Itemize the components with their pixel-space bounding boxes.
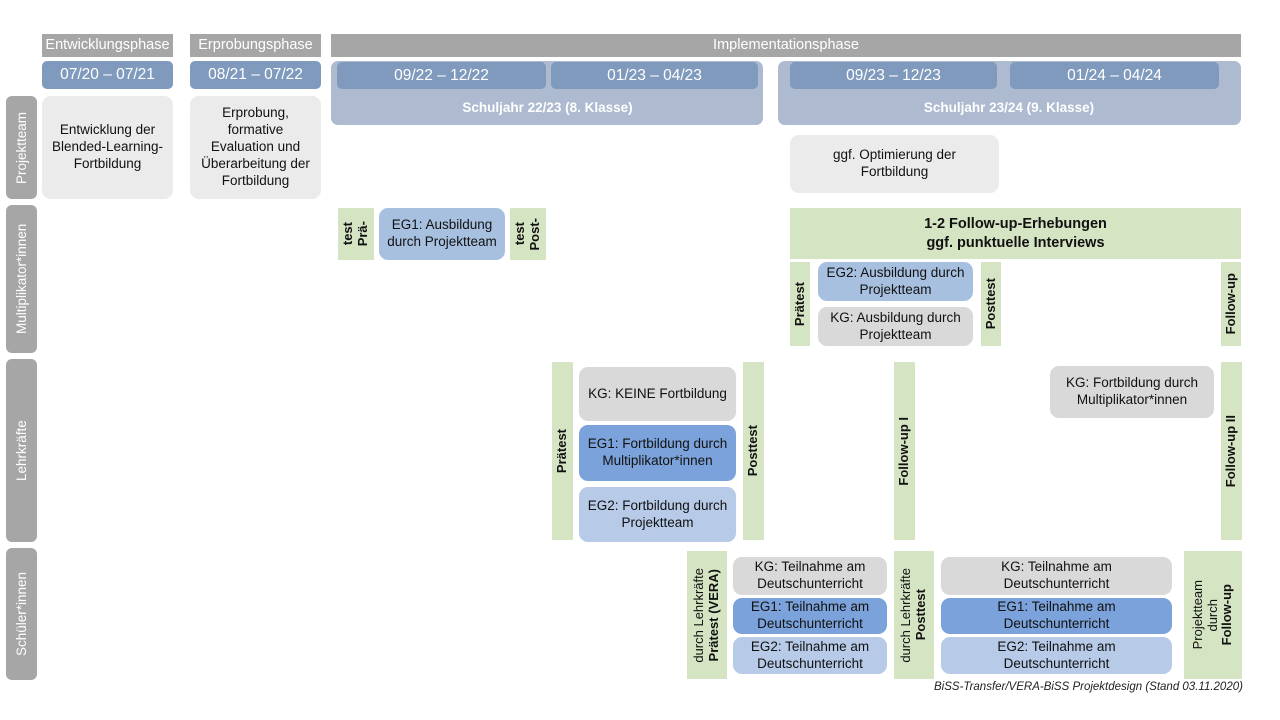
period-0821-0722: 08/21 – 07/22 <box>190 61 321 89</box>
followup-band-line1: 1-2 Follow-up-Erhebungen <box>924 215 1107 232</box>
period-0720-0721: 07/20 – 07/21 <box>42 61 173 89</box>
praetest-label: Prätest <box>554 428 570 474</box>
followup-band-line2: ggf. punktuelle Interviews <box>926 234 1105 251</box>
schueler-kg-box-1: KG: Teilnahme am Deutschunterricht <box>733 557 887 595</box>
period-label: 07/20 – 07/21 <box>60 66 155 83</box>
posttest-label: Posttest <box>982 278 998 330</box>
followup-sub2-label: Projektteam <box>1189 580 1205 650</box>
followup-2-label: Follow-up II <box>1223 414 1239 488</box>
box-label: EG2: Teilnahme am Deutschunterricht <box>750 638 870 671</box>
period-0124-0424: 01/24 – 04/24 <box>1010 62 1219 89</box>
lehrkraefte-kg-keine-box: KG: KEINE Fortbildung <box>579 367 736 421</box>
lehrkraefte-followup-2-column: Follow-up II <box>1221 362 1242 540</box>
phase-header-erprobungsphase: Erprobungsphase <box>190 34 321 57</box>
period-label: 09/23 – 12/23 <box>846 66 941 84</box>
posttest-label: Posttest <box>745 425 761 477</box>
school-year-2223-label: Schuljahr 22/23 (8. Klasse) <box>337 96 758 118</box>
praetest-label: Prätest <box>791 281 807 327</box>
phase-header-label: Entwicklungsphase <box>45 36 170 53</box>
multiplikator-eg1-box: EG1: Ausbildung durch Projektteam <box>379 208 505 260</box>
multiplikator-posttest-2023-column: Posttest <box>981 262 1001 346</box>
multiplikator-posttest-column: Post- test <box>510 208 546 260</box>
posttest-line1: Post- <box>527 217 542 251</box>
box-label: EG1: Fortbildung durch Multiplikator*inn… <box>587 436 728 468</box>
box-label: EG1: Ausbildung durch Projektteam <box>387 217 497 249</box>
multiplikator-praetest-2023-column: Prätest <box>790 262 810 346</box>
row-label-schuelerinnen: Schüler*innen <box>6 548 37 680</box>
school-year-label: Schuljahr 22/23 (8. Klasse) <box>462 99 633 115</box>
followup-1-label: Follow-up I <box>896 416 912 486</box>
row-label: Schüler*innen <box>14 571 29 657</box>
row-label: Lehrkräfte <box>14 420 29 481</box>
box-label: EG2: Ausbildung durch Projektteam <box>826 264 965 297</box>
projektteam-entwicklung-box: Entwicklung der Blended-Learning-Fortbil… <box>42 96 173 199</box>
schueler-posttest-column: Posttest durch Lehrkräfte <box>894 551 934 679</box>
box-label: Entwicklung der Blended-Learning-Fortbil… <box>51 122 164 171</box>
projektteam-optimierung-box: ggf. Optimierung der Fortbildung <box>790 135 999 193</box>
row-label: Projektteam <box>14 111 29 184</box>
posttest-label: Posttest <box>913 589 928 641</box>
school-year-label: Schuljahr 23/24 (9. Klasse) <box>923 99 1095 115</box>
schueler-praetest-column: Prätest (VERA) durch Lehrkräfte <box>687 551 727 679</box>
period-label: 08/21 – 07/22 <box>208 66 303 83</box>
lehrkraefte-praetest-column: Prätest <box>552 362 573 540</box>
schueler-followup-column: Follow-up durch Projektteam <box>1184 551 1242 679</box>
row-label-lehrkraefte: Lehrkräfte <box>6 359 37 542</box>
multiplikator-praetest-column: Prä- test <box>338 208 374 260</box>
lehrkraefte-kg-fortbildung-box: KG: Fortbildung durch Multiplikator*inne… <box>1050 366 1214 418</box>
praetest-sub-label: durch Lehrkräfte <box>691 567 707 663</box>
multiplikator-followup-band: 1-2 Follow-up-Erhebungen ggf. punktuelle… <box>790 208 1241 259</box>
lehrkraefte-followup-1-column: Follow-up I <box>894 362 915 540</box>
period-0123-0423: 01/23 – 04/23 <box>551 62 758 89</box>
row-label-multiplikatorinnen: Multiplikator*innen <box>6 205 37 353</box>
box-label: KG: Fortbildung durch Multiplikator*inne… <box>1065 375 1199 407</box>
period-label: 09/22 – 12/22 <box>394 66 489 84</box>
schueler-eg1-box-2: EG1: Teilnahme am Deutschunterricht <box>941 598 1172 634</box>
schueler-eg2-box-2: EG2: Teilnahme am Deutschunterricht <box>941 637 1172 674</box>
multiplikator-kg-box: KG: Ausbildung durch Projektteam <box>818 307 973 346</box>
praetest-line1: Prä- <box>355 221 370 247</box>
schueler-eg1-box-1: EG1: Teilnahme am Deutschunterricht <box>733 598 887 634</box>
schueler-kg-box-2: KG: Teilnahme am Deutschunterricht <box>941 557 1172 595</box>
lehrkraefte-posttest-column: Posttest <box>743 362 764 540</box>
box-label: KG: KEINE Fortbildung <box>588 385 727 401</box>
lehrkraefte-eg1-box: EG1: Fortbildung durch Multiplikator*inn… <box>579 425 736 481</box>
followup-label: Follow-up <box>1222 273 1238 335</box>
period-0922-1222: 09/22 – 12/22 <box>337 62 546 89</box>
schueler-eg2-box-1: EG2: Teilnahme am Deutschunterricht <box>733 637 887 674</box>
praetest-vera-label: Prätest (VERA) <box>706 568 721 662</box>
period-label: 01/24 – 04/24 <box>1067 66 1162 84</box>
period-label: 01/23 – 04/23 <box>607 66 702 84</box>
followup-sub1-label: durch <box>1204 598 1220 632</box>
multiplikator-eg2-box: EG2: Ausbildung durch Projektteam <box>818 262 973 301</box>
lehrkraefte-eg2-box: EG2: Fortbildung durch Projektteam <box>579 487 736 542</box>
box-label: ggf. Optimierung der Fortbildung <box>832 147 957 179</box>
phase-header-label: Implementationsphase <box>713 36 859 53</box>
phase-header-entwicklungsphase: Entwicklungsphase <box>42 34 173 57</box>
box-label: EG1: Teilnahme am Deutschunterricht <box>997 599 1116 631</box>
phase-header-implementationsphase: Implementationsphase <box>331 34 1241 57</box>
phase-header-label: Erprobungsphase <box>198 36 313 53</box>
box-label: EG1: Teilnahme am Deutschunterricht <box>750 599 870 631</box>
footer-text: BiSS-Transfer/VERA-BiSS Projektdesign (S… <box>934 681 1243 693</box>
posttest-line2: test <box>512 222 528 246</box>
praetest-line2: test <box>340 222 356 246</box>
box-label: KG: Teilnahme am Deutschunterricht <box>1001 559 1112 591</box>
school-year-2324-label: Schuljahr 23/24 (9. Klasse) <box>784 96 1234 118</box>
row-label: Multiplikator*innen <box>14 223 29 335</box>
followup-label: Follow-up <box>1219 584 1235 646</box>
box-label: KG: Ausbildung durch Projektteam <box>830 309 961 342</box>
posttest-sub-label: durch Lehrkräfte <box>898 567 914 663</box>
multiplikator-followup-column: Follow-up <box>1221 262 1241 346</box>
period-0923-1223: 09/23 – 12/23 <box>790 62 997 89</box>
projektteam-erprobung-box: Erprobung, formative Evaluation und Über… <box>190 96 321 199</box>
box-label: EG2: Fortbildung durch Projektteam <box>587 497 728 530</box>
box-label: Erprobung, formative Evaluation und Über… <box>201 105 310 188</box>
row-label-projektteam: Projektteam <box>6 96 37 199</box>
box-label: KG: Teilnahme am Deutschunterricht <box>754 559 866 591</box>
footer-credit: BiSS-Transfer/VERA-BiSS Projektdesign (S… <box>934 681 1243 693</box>
box-label: EG2: Teilnahme am Deutschunterricht <box>997 638 1116 671</box>
